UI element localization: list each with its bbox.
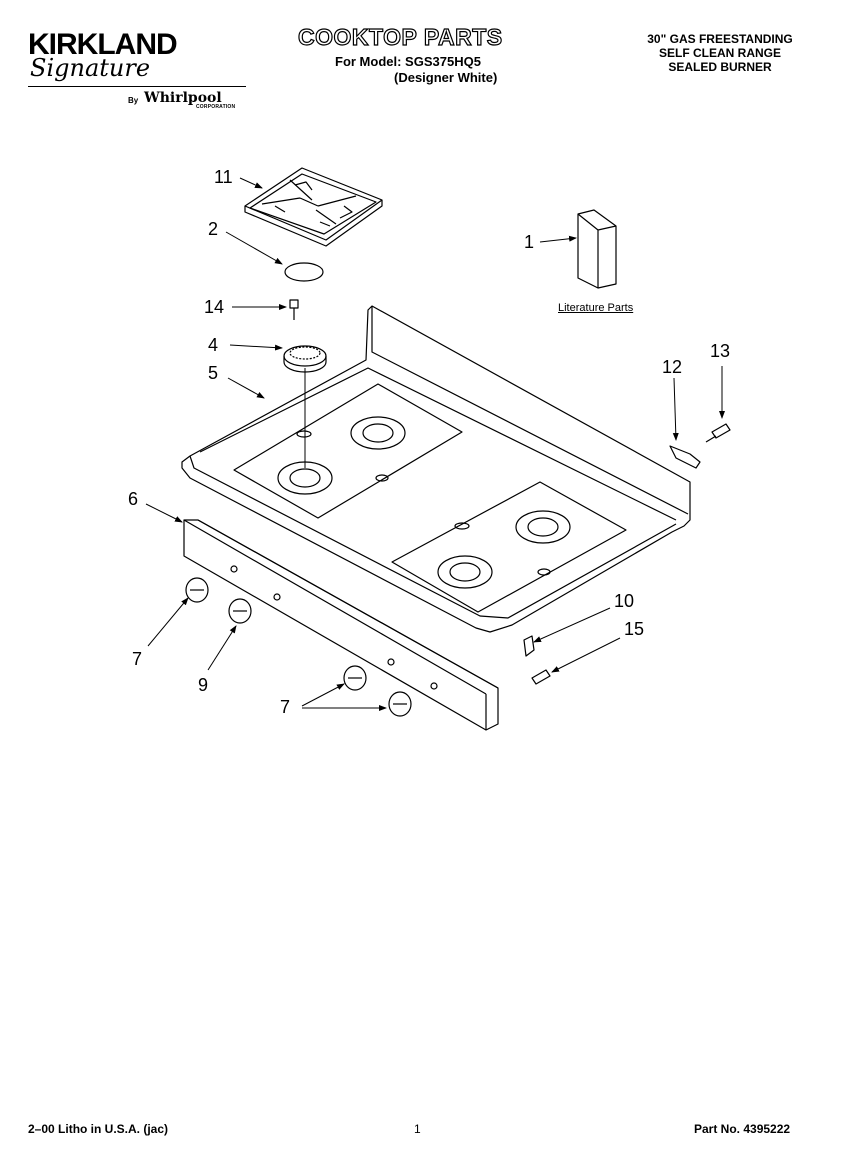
bracket-part-12 bbox=[669, 445, 701, 469]
knob-part-7a bbox=[185, 577, 209, 603]
whirlpool-logo: Whirlpool bbox=[144, 90, 222, 106]
page-number: 1 bbox=[414, 1122, 421, 1136]
literature-parts-label: Literature Parts bbox=[558, 302, 634, 314]
logo-divider bbox=[28, 86, 246, 87]
callout-6: 6 bbox=[128, 489, 139, 509]
kirkland-logo: KIRKLAND bbox=[28, 28, 178, 61]
callout-1: 1 bbox=[524, 232, 535, 252]
control-panel-part bbox=[183, 519, 499, 731]
range-spec: 30" GAS FREESTANDING SELF CLEAN RANGE SE… bbox=[620, 32, 820, 74]
callout-13: 13 bbox=[710, 341, 731, 361]
spec-line-3: SEALED BURNER bbox=[668, 60, 772, 74]
print-info: 2–00 Litho in U.S.A. (jac) bbox=[28, 1122, 169, 1136]
clip-part-10 bbox=[523, 635, 535, 657]
callout-15: 15 bbox=[624, 619, 645, 639]
callout-2: 2 bbox=[208, 219, 219, 239]
knob-part-7b bbox=[343, 665, 367, 691]
callout-11: 11 bbox=[214, 167, 233, 187]
callout-5: 5 bbox=[208, 363, 219, 383]
callout-12: 12 bbox=[662, 357, 683, 377]
callout-7b: 7 bbox=[280, 697, 291, 717]
callout-9: 9 bbox=[198, 675, 209, 695]
screw-part-13 bbox=[705, 423, 731, 443]
cooktop-main-top bbox=[181, 305, 691, 633]
literature-parts-booklet bbox=[577, 209, 617, 289]
page-title: COOKTOP PARTS bbox=[297, 23, 503, 50]
corporation-label: CORPORATION bbox=[196, 104, 236, 110]
signature-logo: Signature bbox=[30, 54, 151, 82]
knob-part-9 bbox=[228, 598, 252, 624]
callout-7a: 7 bbox=[132, 649, 143, 669]
knob-part-7c bbox=[388, 691, 412, 717]
burner-grate-part bbox=[244, 167, 383, 247]
spec-line-1: 30" GAS FREESTANDING bbox=[647, 32, 793, 46]
part-number: Part No. 4395222 bbox=[694, 1122, 791, 1136]
spec-line-2: SELF CLEAN RANGE bbox=[658, 46, 781, 60]
model-variant: (Designer White) bbox=[394, 70, 498, 85]
callout-14: 14 bbox=[204, 297, 225, 317]
screw-part-15 bbox=[531, 669, 551, 685]
screw-part-14 bbox=[289, 299, 299, 320]
model-number: For Model: SGS375HQ5 bbox=[335, 54, 481, 69]
callout-4: 4 bbox=[208, 335, 219, 355]
by-label: By bbox=[128, 96, 139, 105]
burner-cap-part bbox=[284, 262, 324, 282]
callout-10: 10 bbox=[614, 591, 635, 611]
